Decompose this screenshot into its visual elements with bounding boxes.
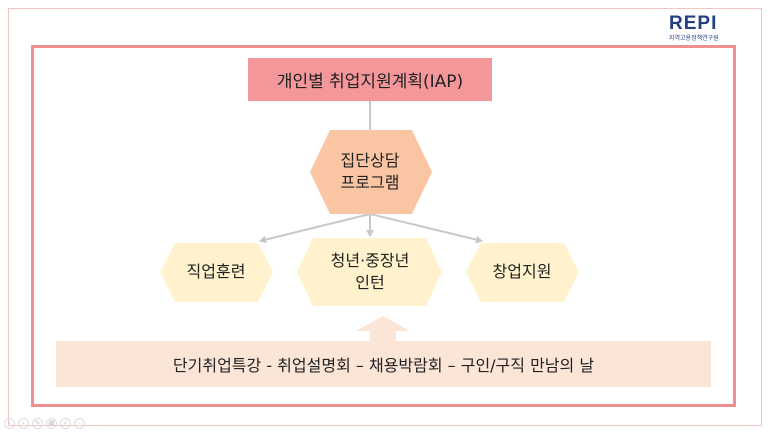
next-icon[interactable]: › [18, 418, 29, 429]
vocational-training-hexagon [160, 243, 273, 302]
group-counseling-line-1: 집단상담 [340, 151, 400, 171]
startup-support-hexagon [466, 243, 579, 302]
youth-intern-hexagon [297, 238, 442, 306]
diagram-frame [31, 45, 736, 407]
slide-frame [8, 8, 762, 426]
connector-counseling-to-startup [369, 213, 483, 244]
logo-subtitle: 지역고용정책연구원 [669, 35, 719, 42]
group-counseling-line-2: 프로그램 [340, 173, 400, 192]
vocational-training-text: 직업훈련 [186, 262, 246, 282]
youth-intern-line-1: 청년·중장년 [330, 251, 410, 271]
pen-icon[interactable]: ✎ [32, 418, 43, 429]
vocational-training-label: 직업훈련 [160, 243, 272, 301]
slide-navigation: ‹ › ✎ ▦ ⌕ ⋯ [4, 418, 85, 429]
group-counseling-hexagon [310, 130, 432, 214]
youth-intern-label: 청년·중장년 인턴 [298, 240, 442, 304]
events-bar-text: 단기취업특강 - 취업설명회 – 채용박람회 – 구인/구직 만남의 날 [172, 356, 595, 375]
youth-intern-line-2: 인턴 [355, 273, 385, 292]
logo-wordmark: REPI [669, 13, 718, 34]
iap-plan-label: 개인별 취업지원계획(IAP) [276, 72, 464, 92]
startup-support-label: 창업지원 [466, 243, 578, 301]
prev-icon[interactable]: ‹ [4, 418, 15, 429]
more-icon[interactable]: ⋯ [74, 418, 85, 429]
events-bar: 단기취업특강 - 취업설명회 – 채용박람회 – 구인/구직 만남의 날 [56, 341, 711, 387]
group-counseling-label: 집단상담 프로그램 [315, 140, 425, 204]
upward-arrow [356, 316, 410, 341]
grid-icon[interactable]: ▦ [46, 418, 57, 429]
startup-support-text: 창업지원 [492, 262, 552, 282]
connector-counseling-to-vocational [259, 213, 371, 244]
repi-logo: REPI 지역고용정책연구원 [669, 14, 733, 44]
iap-plan-box: 개인별 취업지원계획(IAP) [248, 58, 492, 101]
zoom-icon[interactable]: ⌕ [60, 418, 71, 429]
